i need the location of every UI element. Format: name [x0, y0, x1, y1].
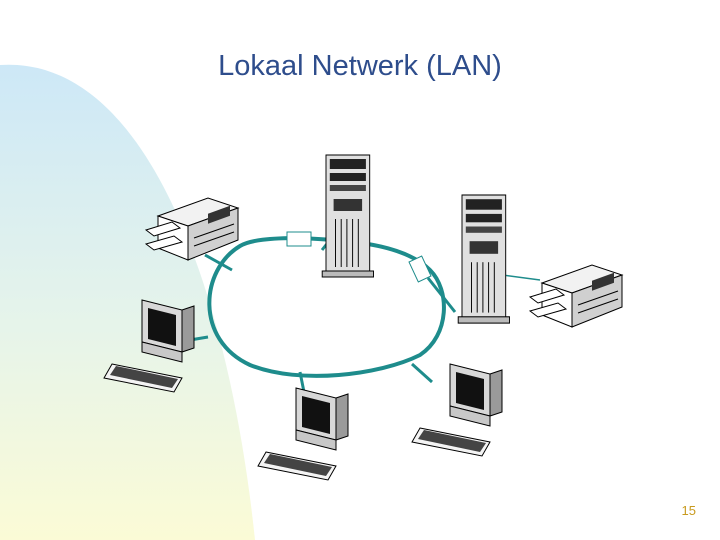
server-tower-icon — [321, 154, 374, 278]
connector-box — [408, 255, 432, 283]
connector-box — [286, 231, 312, 247]
printer-icon — [145, 197, 239, 261]
printer-icon — [529, 264, 623, 328]
computer-icon — [103, 299, 195, 393]
server-tower-icon — [457, 194, 511, 324]
computer-icon — [257, 387, 349, 481]
page-title: Lokaal Netwerk (LAN) — [218, 50, 502, 82]
page-number: 15 — [681, 503, 696, 518]
